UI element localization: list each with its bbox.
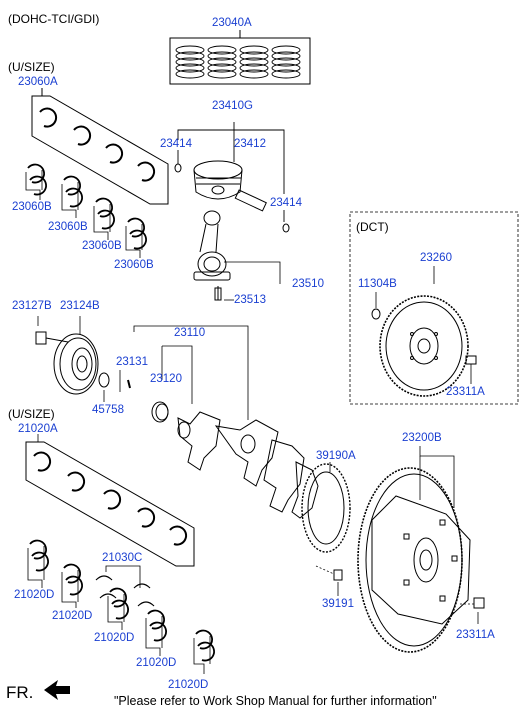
- part-label-21020d-3[interactable]: 21020D: [94, 632, 135, 644]
- part-label-23414-right[interactable]: 23414: [270, 197, 302, 209]
- upper-bearing-set-icon: [31, 95, 169, 205]
- front-arrow-icon: [44, 680, 70, 700]
- part-label-21030c[interactable]: 21030C: [102, 552, 143, 564]
- connecting-rod-icon: [193, 210, 231, 301]
- target-wheel-icon: [301, 463, 351, 553]
- part-label-23131[interactable]: 23131: [116, 356, 148, 368]
- dct-bolt-icon: [465, 355, 477, 384]
- part-label-23510[interactable]: 23510: [292, 278, 324, 290]
- main-lower-bearing-icons: [29, 539, 215, 662]
- part-label-39191[interactable]: 39191: [322, 598, 354, 610]
- dct-heading: (DCT): [356, 220, 389, 234]
- part-label-21020d-5[interactable]: 21020D: [168, 679, 209, 691]
- damper-pulley-icon: [53, 333, 99, 395]
- part-label-23060b-1[interactable]: 23060B: [12, 201, 52, 213]
- usize-heading-bottom: (U/SIZE): [8, 407, 55, 421]
- engine-type-heading: (DOHC-TCI/GDI): [8, 12, 100, 26]
- target-wheel-bolt-icon: [315, 565, 343, 581]
- part-label-23260[interactable]: 23260: [420, 252, 452, 264]
- workshop-manual-note: "Please refer to Work Shop Manual for fu…: [114, 694, 437, 708]
- part-label-23412[interactable]: 23412: [234, 138, 266, 150]
- part-label-23060b-4[interactable]: 23060B: [114, 259, 154, 271]
- piston-ring-set-icon: [169, 37, 311, 85]
- dct-frame: [349, 211, 519, 405]
- piston-icon: [193, 160, 243, 200]
- part-label-23127b[interactable]: 23127B: [12, 300, 52, 312]
- lower-bearing-icons: [27, 163, 147, 250]
- part-label-11304b[interactable]: 11304B: [358, 278, 397, 290]
- flywheel-icon: [357, 467, 471, 653]
- front-direction-label: FR.: [6, 683, 34, 702]
- oil-seal-icon: [98, 372, 110, 388]
- dct-flywheel-icon: [379, 295, 469, 397]
- part-label-23040a[interactable]: 23040A: [212, 17, 252, 29]
- part-label-23120[interactable]: 23120: [150, 373, 182, 385]
- part-label-23410g[interactable]: 23410G: [212, 100, 253, 112]
- snap-ring-right-icon: [282, 223, 290, 233]
- piston-pin-icon: [234, 189, 267, 212]
- thrust-washer-icons: [95, 575, 155, 607]
- part-label-23124b[interactable]: 23124B: [60, 300, 100, 312]
- part-label-23414-left[interactable]: 23414: [160, 138, 192, 150]
- part-label-23060a[interactable]: 23060A: [18, 76, 58, 88]
- part-label-21020a[interactable]: 21020A: [18, 423, 58, 435]
- part-label-23311a-flywheel[interactable]: 23311A: [456, 629, 495, 641]
- part-label-23513[interactable]: 23513: [234, 294, 266, 306]
- crankshaft-icon: [177, 411, 319, 519]
- part-label-23060b-2[interactable]: 23060B: [48, 221, 88, 233]
- sprocket-icon: [151, 401, 169, 423]
- main-bearing-set-icon: [25, 441, 195, 567]
- part-label-23311a-dct[interactable]: 23311A: [446, 386, 485, 398]
- part-label-21020d-1[interactable]: 21020D: [14, 589, 55, 601]
- usize-heading-top: (U/SIZE): [8, 60, 55, 74]
- snap-ring-left-icon: [174, 163, 182, 173]
- part-label-45758[interactable]: 45758: [92, 404, 124, 416]
- part-label-23060b-3[interactable]: 23060B: [82, 240, 122, 252]
- part-label-23200b[interactable]: 23200B: [402, 432, 442, 444]
- part-label-39190a[interactable]: 39190A: [316, 450, 356, 462]
- dct-pin-icon: [371, 308, 381, 320]
- crank-bolt-icon: [35, 331, 69, 345]
- flywheel-bolt-icon: [460, 597, 485, 609]
- part-label-21020d-2[interactable]: 21020D: [52, 610, 93, 622]
- part-label-21020d-4[interactable]: 21020D: [136, 657, 177, 669]
- part-label-23110[interactable]: 23110: [174, 327, 206, 339]
